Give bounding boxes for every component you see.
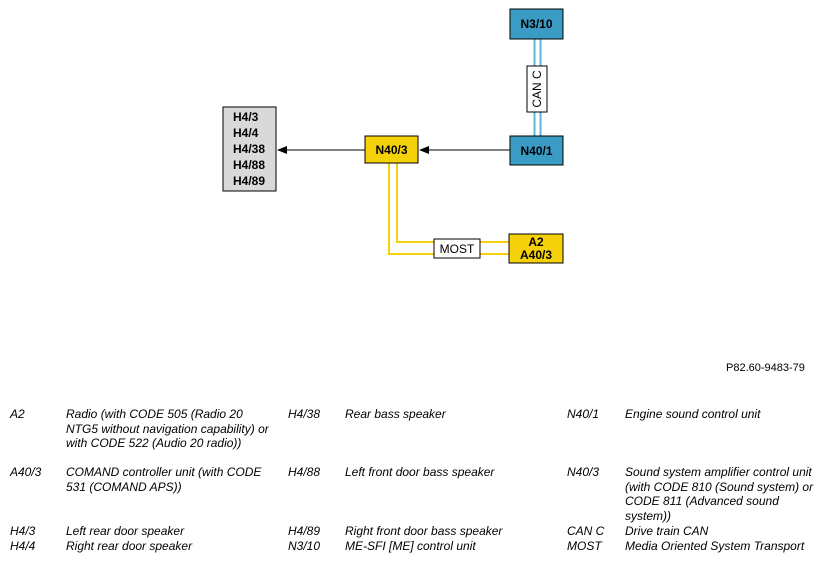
- legend-key: A40/3: [10, 465, 42, 479]
- node-n3-10-label: N3/10: [520, 17, 552, 31]
- node-a2-label: A2: [528, 235, 544, 249]
- legend-value: Right rear door speaker: [66, 539, 193, 553]
- speaker-label-h4-88: H4/88: [233, 158, 265, 172]
- can-c-label-box: [526, 65, 548, 113]
- most-label: MOST: [440, 242, 475, 256]
- legend-key: MOST: [567, 539, 602, 553]
- legend-value: Left front door bass speaker: [345, 465, 495, 479]
- legend-key: A2: [10, 407, 25, 421]
- node-n3-10: [509, 8, 564, 40]
- legend-key: H4/89: [288, 524, 321, 538]
- speaker-label-h4-38: H4/38: [233, 142, 265, 156]
- figure-reference: P82.60-9483-79: [726, 362, 805, 374]
- network-diagram: CAN C MOST N3/10 N40/1 N40/3 A2 A40/3 H4…: [222, 8, 564, 264]
- legend-value: ME-SFI [ME] control unit: [345, 539, 476, 553]
- legend-value: Engine sound control unit: [625, 407, 761, 421]
- legend-key: H4/3: [10, 524, 36, 538]
- legend-key: N3/10: [288, 539, 321, 553]
- node-n40-1-label: N40/1: [520, 144, 552, 158]
- legend-key: N40/3: [567, 465, 600, 479]
- legend: A2 Radio (with CODE 505 (Radio 20 NTG5 w…: [0, 407, 825, 562]
- node-a2-a40-3: [508, 233, 564, 264]
- legend-key: N40/1: [567, 407, 600, 421]
- legend-value: Left rear door speaker: [66, 524, 185, 538]
- node-n40-3-label: N40/3: [375, 143, 407, 157]
- legend-value: Drive train CAN: [625, 524, 709, 538]
- node-n40-1: [509, 135, 564, 166]
- speaker-label-h4-4: H4/4: [233, 126, 259, 140]
- legend-key: CAN C: [567, 524, 605, 538]
- speaker-label-h4-3: H4/3: [233, 110, 259, 124]
- node-a40-3-label: A40/3: [520, 248, 552, 262]
- most-label-box: [433, 238, 481, 259]
- legend-value: Sound system amplifier control unit (wit…: [625, 465, 814, 523]
- legend-key: H4/4: [10, 539, 36, 553]
- node-speakers: [222, 106, 277, 192]
- legend-value: Right front door bass speaker: [345, 524, 503, 538]
- legend-key: H4/88: [288, 465, 321, 479]
- legend-value: Radio (with CODE 505 (Radio 20 NTG5 with…: [66, 407, 269, 450]
- legend-value: COMAND controller unit (with CODE 531 (C…: [66, 465, 262, 494]
- speaker-label-h4-89: H4/89: [233, 174, 265, 188]
- node-n40-3: [364, 135, 419, 164]
- can-c-label: CAN C: [530, 70, 544, 108]
- legend-key: H4/38: [288, 407, 321, 421]
- legend-value: Rear bass speaker: [345, 407, 446, 421]
- legend-value: Media Oriented System Transport: [625, 539, 805, 553]
